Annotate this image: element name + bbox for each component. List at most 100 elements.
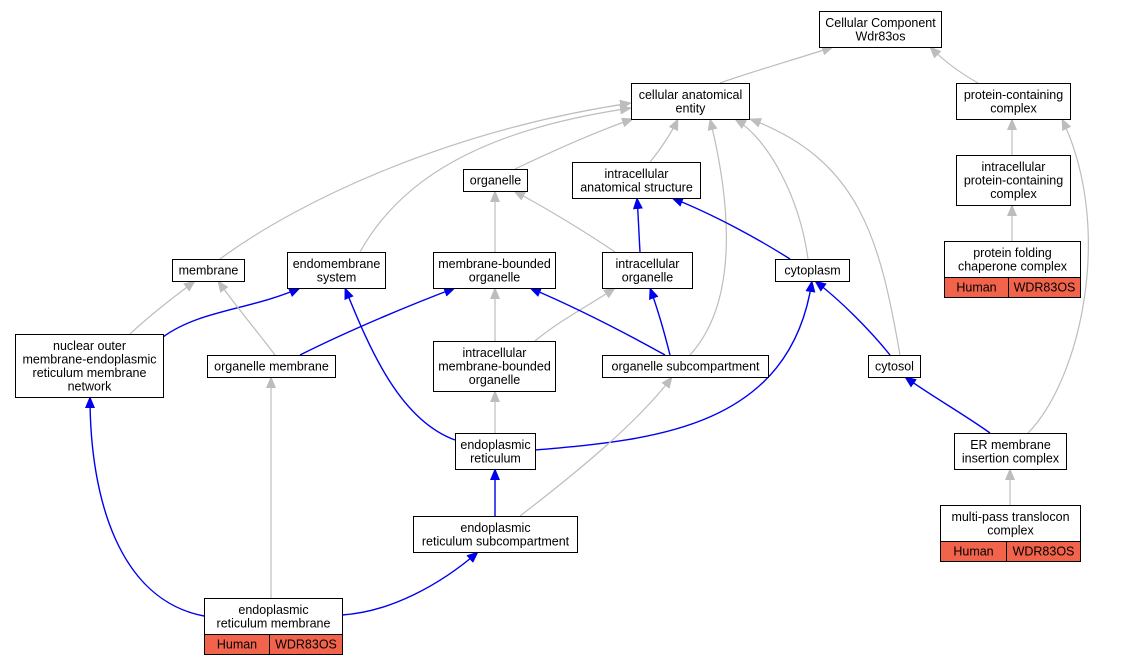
annotation-gene: WDR83OS [1013, 545, 1075, 559]
node-label-line: insertion complex [962, 451, 1060, 465]
node-box [775, 259, 850, 282]
node-box [956, 83, 1071, 120]
node-box [954, 433, 1067, 470]
node-label-line: multi-pass translocon [951, 510, 1069, 524]
edge-is-a-intracellular-organelle-to-organelle [513, 190, 616, 253]
annotation-gene: WDR83OS [275, 638, 337, 652]
edge-part-of-er-membrane-insertion-complex-to-cytosol [904, 376, 991, 434]
node-label-line: ER membrane [970, 438, 1051, 452]
annotation-species: Human [953, 545, 993, 559]
node-label-line: organelle subcompartment [612, 360, 761, 374]
node-label-line: organelle [470, 174, 521, 188]
edge-is-a-cytoplasm-to-cellular-anatomical-entity [734, 118, 809, 260]
node-box [433, 252, 556, 289]
node-label-line: intracellular [463, 346, 527, 360]
annotation-gene: WDR83OS [1014, 281, 1076, 295]
node-label-line: endoplasmic [460, 521, 530, 535]
node-label-line: complex [990, 187, 1037, 201]
edge-part-of-endoplasmic-reticulum-membrane-to-nuclear-outer-membrane-er-network [85, 396, 205, 617]
node-label-line: endoplasmic [238, 603, 308, 617]
edge-part-of-organelle-membrane-to-membrane-bounded-organelle [299, 287, 456, 356]
node-organelle-membrane[interactable]: organelle membrane [207, 355, 336, 378]
node-label-line: reticulum membrane [217, 616, 331, 630]
node-label-line: cytoplasm [784, 264, 840, 278]
node-box [463, 169, 528, 192]
edge-is-a-intracellular-anatomical-structure-to-cellular-anatomical-entity [649, 118, 679, 163]
node-label-line: organelle [622, 270, 673, 284]
node-organelle-subcompartment[interactable]: organelle subcompartment [602, 355, 769, 378]
edge-is-a-intracellular-membrane-bounded-organelle-to-intracellular-organelle [534, 287, 616, 342]
node-box [956, 155, 1071, 206]
annotation-species: Human [956, 281, 996, 295]
node-label-line: protein-containing [964, 174, 1063, 188]
edge-is-a-cellular-anatomical-entity-to-cellular-component [719, 45, 834, 84]
node-box [172, 259, 245, 282]
node-box [455, 433, 536, 470]
node-box [819, 11, 942, 48]
node-box [944, 241, 1081, 278]
edge-part-of-intracellular-organelle-to-intracellular-anatomical-structure [632, 197, 643, 253]
node-label-line: reticulum membrane [33, 366, 147, 380]
edge-part-of-cytosol-to-cytoplasm [814, 280, 891, 356]
edge-part-of-nuclear-outer-membrane-er-network-to-endomembrane-system [162, 287, 301, 338]
annotation-cell [1006, 541, 1081, 562]
edge-is-a-endomembrane-system-to-cellular-anatomical-entity [359, 104, 632, 253]
edge-is-a-membrane-to-cellular-anatomical-entity [219, 99, 632, 260]
node-box [602, 355, 769, 378]
edge-part-of-endoplasmic-reticulum-to-endomembrane-system [344, 287, 456, 441]
edges-layer [85, 45, 1089, 617]
node-box [207, 355, 336, 378]
node-cytoplasm[interactable]: cytoplasm [775, 259, 850, 282]
edge-is-a-er-membrane-insertion-complex-to-protein-containing-complex [1027, 118, 1089, 434]
node-label-line: complex [987, 523, 1034, 537]
node-label-line: endomembrane [293, 257, 381, 271]
node-label-line: organelle membrane [214, 360, 329, 374]
node-box [868, 355, 921, 378]
node-label-line: Wdr83os [855, 29, 905, 43]
node-label-line: nuclear outer [53, 339, 126, 353]
node-organelle[interactable]: organelle [463, 169, 528, 192]
node-label-line: network [68, 379, 113, 393]
node-label-line: intracellular [605, 167, 669, 181]
node-label-line: membrane [179, 264, 239, 278]
node-label-line: endoplasmic [460, 438, 530, 452]
node-label-line: protein-containing [964, 88, 1063, 102]
edge-is-a-endoplasmic-reticulum-subcompartment-to-organelle-subcompartment [519, 376, 673, 517]
node-label-line: Cellular Component [825, 16, 936, 30]
node-nuclear-outer-membrane-er-network[interactable]: nuclear outermembrane-endoplasmicreticul… [15, 334, 164, 398]
edge-is-a-protein-containing-complex-to-cellular-component [929, 46, 979, 84]
node-membrane[interactable]: membrane [172, 259, 245, 282]
node-label-line: system [317, 270, 357, 284]
edge-part-of-endoplasmic-reticulum-to-cytoplasm [534, 280, 816, 451]
edge-is-a-organelle-subcompartment-to-cellular-anatomical-entity [689, 118, 727, 356]
node-box [572, 162, 701, 199]
annotation-cell [269, 634, 343, 655]
edge-is-a-nuclear-outer-membrane-er-network-to-membrane [129, 280, 196, 335]
node-box [602, 252, 693, 289]
node-label-line: chaperone complex [958, 259, 1068, 273]
node-label-line: organelle [469, 373, 520, 387]
edge-part-of-organelle-subcompartment-to-membrane-bounded-organelle [529, 287, 666, 356]
node-label-line: reticulum subcompartment [422, 534, 570, 548]
node-box [433, 341, 556, 392]
node-label-line: intracellular [982, 160, 1046, 174]
node-cytosol[interactable]: cytosol [868, 355, 921, 378]
